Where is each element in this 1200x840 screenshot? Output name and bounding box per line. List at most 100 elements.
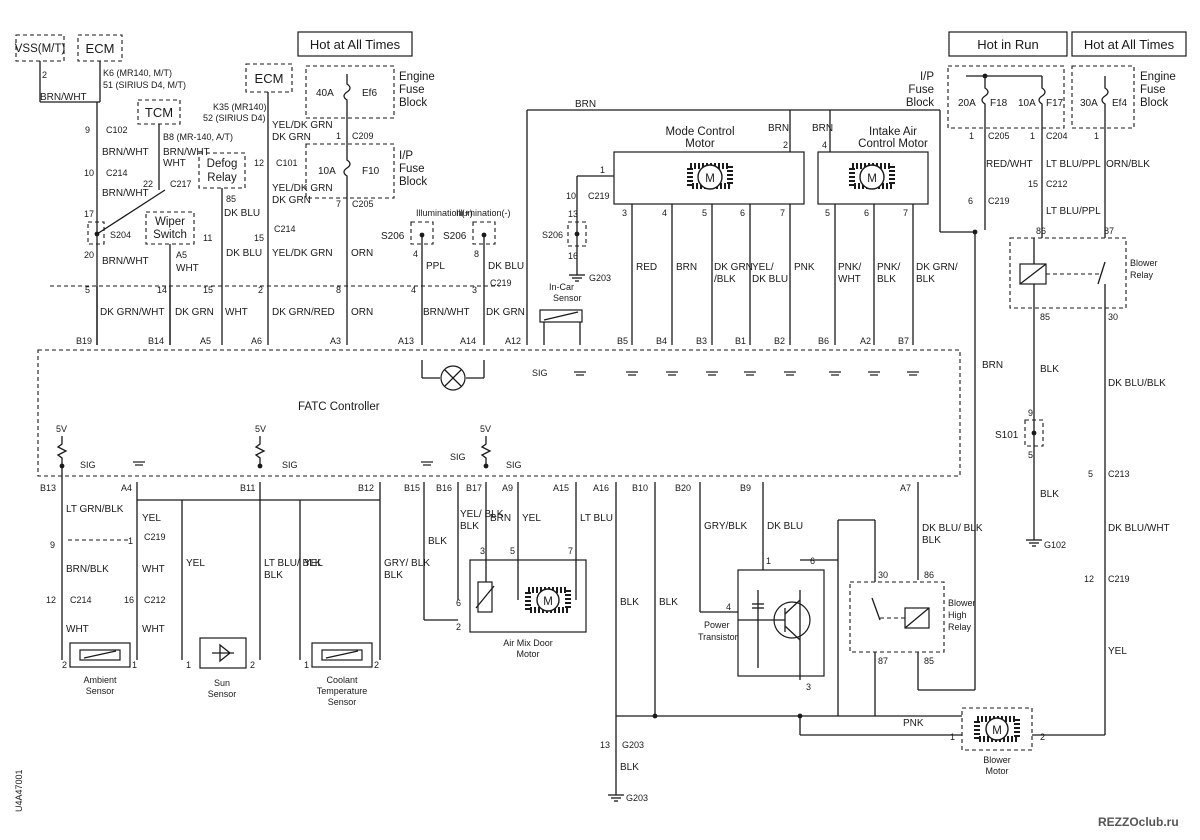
svg-text:30: 30 (1108, 312, 1118, 322)
svg-text:WHT: WHT (163, 158, 186, 169)
svg-text:BLK: BLK (384, 570, 403, 581)
svg-text:10A: 10A (1018, 98, 1036, 109)
svg-text:BRN: BRN (768, 123, 789, 134)
svg-text:5V: 5V (480, 424, 491, 434)
svg-text:PNK: PNK (903, 718, 924, 729)
svg-text:DK BLU: DK BLU (488, 261, 524, 272)
svg-text:2: 2 (258, 285, 263, 295)
svg-text:Control Motor: Control Motor (858, 138, 928, 150)
svg-text:S206: S206 (542, 230, 563, 240)
svg-text:WHT: WHT (66, 624, 89, 635)
svg-text:B14: B14 (148, 336, 164, 346)
ecm-pin-k6: K6 (MR140, M/T) (103, 68, 172, 78)
svg-text:DK GRN: DK GRN (175, 307, 214, 318)
svg-text:LT BLU/PPL: LT BLU/PPL (1046, 206, 1101, 217)
svg-text:10: 10 (84, 168, 94, 178)
svg-text:BLK: BLK (428, 536, 447, 547)
ground-g102: G102 (1026, 539, 1066, 550)
svg-text:7: 7 (903, 208, 908, 218)
svg-text:A5: A5 (200, 336, 211, 346)
figure-id: U4A47001 (14, 769, 24, 812)
svg-text:1: 1 (600, 165, 605, 175)
svg-text:BRN: BRN (575, 99, 596, 110)
svg-text:C101: C101 (276, 158, 298, 168)
svg-text:Fuse: Fuse (399, 84, 425, 96)
svg-text:15: 15 (254, 233, 264, 243)
svg-text:B4: B4 (656, 336, 667, 346)
svg-text:BLK: BLK (620, 762, 639, 773)
svg-text:B13: B13 (40, 483, 56, 493)
svg-text:B19: B19 (76, 336, 92, 346)
svg-text:B17: B17 (466, 483, 482, 493)
svg-text:A5: A5 (176, 250, 187, 260)
svg-text:B3: B3 (696, 336, 707, 346)
svg-text:2: 2 (783, 140, 788, 150)
svg-text:High: High (948, 610, 967, 620)
svg-text:SIG: SIG (450, 452, 466, 462)
svg-text:BRN/WHT: BRN/WHT (102, 147, 149, 158)
svg-text:B16: B16 (436, 483, 452, 493)
svg-text:5: 5 (510, 546, 515, 556)
svg-text:4: 4 (411, 285, 416, 295)
svg-text:Blower: Blower (948, 598, 976, 608)
svg-text:B7: B7 (898, 336, 909, 346)
svg-text:Air Mix Door: Air Mix Door (503, 638, 553, 648)
svg-text:Relay: Relay (1130, 270, 1154, 280)
svg-text:B11: B11 (240, 483, 255, 493)
svg-text:3: 3 (472, 285, 477, 295)
svg-text:B12: B12 (358, 483, 374, 493)
svg-text:DK BLU: DK BLU (224, 208, 260, 219)
svg-text:S204: S204 (110, 230, 131, 240)
svg-text:Sensor: Sensor (208, 689, 237, 699)
svg-text:1: 1 (336, 131, 341, 141)
svg-text:BRN/WHT: BRN/WHT (423, 307, 470, 318)
svg-text:B1: B1 (735, 336, 746, 346)
svg-text:Block: Block (1140, 97, 1168, 109)
svg-text:Motor: Motor (985, 766, 1008, 776)
svg-text:GRY/ BLK: GRY/ BLK (384, 558, 430, 569)
svg-text:1: 1 (969, 131, 974, 141)
tcm-module: TCM (137, 99, 181, 125)
svg-text:Illumination(-): Illumination(-) (456, 208, 511, 218)
svg-text:DK GRN: DK GRN (272, 195, 311, 206)
svg-text:85: 85 (924, 656, 934, 666)
svg-text:S206: S206 (443, 231, 467, 242)
svg-text:BLK: BLK (659, 597, 678, 608)
defog-relay: Defog Relay (198, 152, 246, 189)
watermark: REZZOclub.ru (1098, 815, 1179, 829)
svg-text:20A: 20A (958, 98, 976, 109)
fatc-inner-grounds (133, 461, 433, 466)
svg-text:Ambient: Ambient (83, 675, 117, 685)
svg-text:M: M (705, 173, 715, 185)
svg-text:C209: C209 (352, 131, 374, 141)
ecm-module-2: ECM (245, 63, 293, 93)
svg-text:YEL/: YEL/ (752, 262, 774, 273)
svg-text:A14: A14 (460, 336, 476, 346)
svg-text:BLK: BLK (916, 274, 935, 285)
svg-text:A7: A7 (900, 483, 911, 493)
svg-text:Transistor: Transistor (698, 632, 738, 642)
svg-text:Engine: Engine (1140, 71, 1176, 83)
svg-text:C219: C219 (988, 196, 1010, 206)
svg-text:1: 1 (186, 660, 191, 670)
svg-text:14: 14 (157, 285, 167, 295)
svg-text:Illumination(+): Illumination(+) (416, 208, 473, 218)
svg-text:BRN: BRN (676, 262, 697, 273)
svg-text:ORN/BLK: ORN/BLK (1106, 159, 1150, 170)
svg-text:Wiper: Wiper (155, 216, 185, 228)
svg-text:Coolant: Coolant (326, 675, 358, 685)
svg-text:1: 1 (950, 732, 955, 742)
svg-text:ORN: ORN (351, 307, 373, 318)
svg-text:C219: C219 (144, 532, 166, 542)
svg-text:Sensor: Sensor (86, 686, 115, 696)
svg-text:1: 1 (304, 660, 309, 670)
svg-text:BLK: BLK (620, 597, 639, 608)
svg-text:BRN/WHT: BRN/WHT (40, 92, 87, 103)
svg-text:Fuse: Fuse (908, 84, 934, 96)
